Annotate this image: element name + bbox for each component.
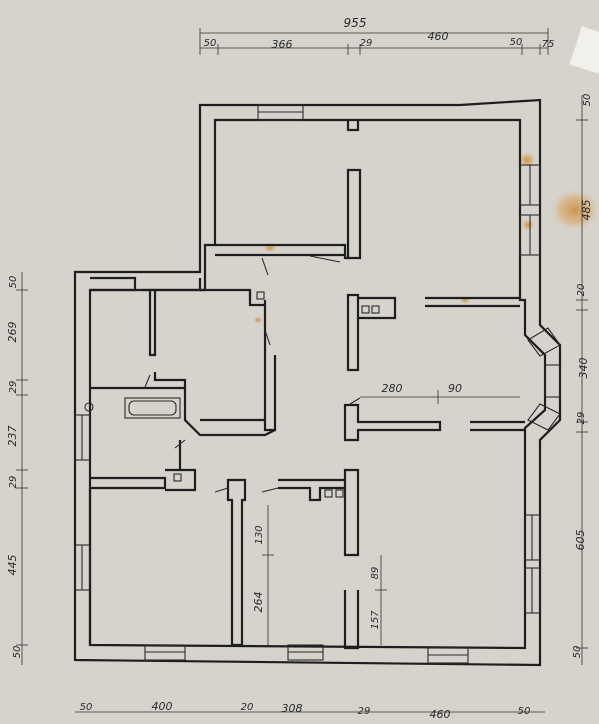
dim-top-1: 366 xyxy=(272,38,293,51)
dim-bottom-6: 50 xyxy=(518,706,531,717)
interior-walls xyxy=(88,120,525,650)
dim-left-0: 50 xyxy=(8,276,19,289)
chimney-4 xyxy=(335,489,344,498)
dim-top-5: 75 xyxy=(542,39,555,50)
fixtures xyxy=(84,291,380,498)
dim-right-1: 485 xyxy=(580,200,593,221)
dim-bottom-2: 20 xyxy=(241,702,254,713)
chimney-3 xyxy=(324,489,333,498)
bathtub xyxy=(124,397,181,419)
door-swings xyxy=(144,255,361,493)
exterior-walls xyxy=(73,98,562,667)
dim-bottom-1: 400 xyxy=(152,700,173,713)
dim-right-0: 50 xyxy=(582,94,593,107)
dim-wall-c: 89 xyxy=(370,567,381,580)
dim-left-2: 29 xyxy=(8,381,19,394)
chimney-6 xyxy=(173,473,182,482)
dim-wall-b: 264 xyxy=(252,592,265,613)
dim-right-6: 50 xyxy=(572,646,583,659)
chimney-1 xyxy=(361,305,370,314)
dim-bottom-0: 50 xyxy=(80,702,93,713)
dim-right-2: 20 xyxy=(576,284,587,297)
dim-top-2: 29 xyxy=(360,38,373,49)
top-dimensions: 955 50 366 29 460 50 75 xyxy=(199,16,555,55)
chimney-2 xyxy=(371,305,380,314)
dim-right-4: 29 xyxy=(576,412,587,425)
chimney-5 xyxy=(256,291,265,300)
dim-door-width: 90 xyxy=(448,382,462,395)
windows xyxy=(74,104,561,664)
dim-right-5: 605 xyxy=(574,530,587,551)
dim-right-3: 340 xyxy=(577,358,590,379)
dim-corridor-width: 280 xyxy=(382,382,403,395)
bottom-dimensions: 50 400 20 308 29 460 50 xyxy=(75,700,545,721)
left-dimensions: 50 269 29 237 29 445 50 xyxy=(6,272,28,665)
dim-top-0: 50 xyxy=(204,38,217,49)
paper-corner xyxy=(569,26,599,74)
dim-left-3: 237 xyxy=(6,426,19,447)
dim-bottom-4: 29 xyxy=(358,706,371,717)
dim-left-5: 445 xyxy=(6,555,19,576)
right-dimensions: 50 485 20 340 29 605 50 xyxy=(572,94,593,665)
dim-top-4: 50 xyxy=(510,37,523,48)
dim-left-6: 50 xyxy=(12,646,23,659)
dim-wall-d: 157 xyxy=(370,610,381,630)
inner-dimensions: 280 90 130 264 89 157 xyxy=(252,382,520,645)
dim-left-4: 29 xyxy=(8,476,19,489)
dim-wall-a: 130 xyxy=(254,525,265,544)
dim-top-total: 955 xyxy=(344,16,367,30)
washbasin xyxy=(84,402,94,412)
dim-bottom-3: 308 xyxy=(282,702,303,715)
dim-top-3: 460 xyxy=(428,30,449,43)
dim-bottom-5: 460 xyxy=(430,708,451,721)
dim-left-1: 269 xyxy=(6,322,19,343)
